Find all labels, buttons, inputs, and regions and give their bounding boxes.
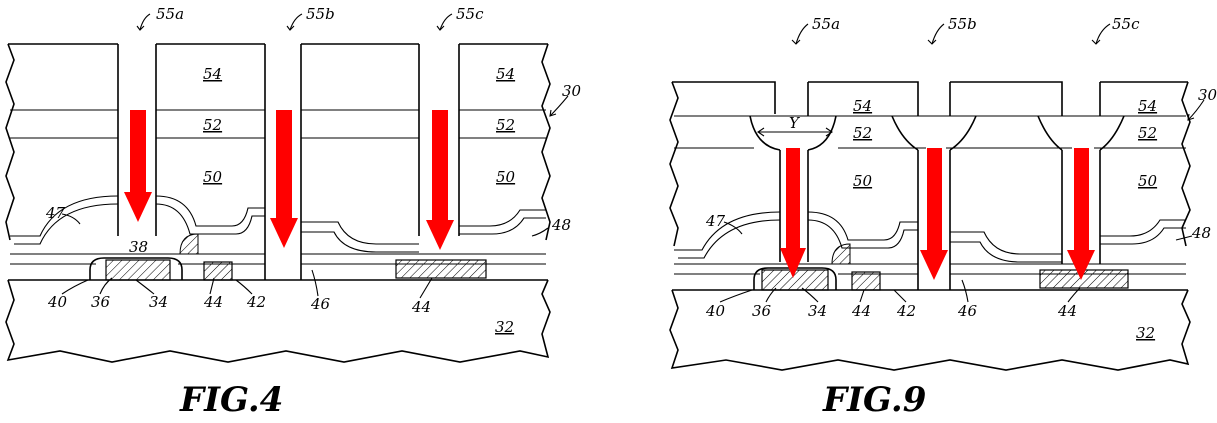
label-50: 50 (496, 168, 516, 186)
label-55b: 55b (306, 5, 335, 23)
label-47: 47 (45, 204, 66, 222)
label-55b: 55b (948, 15, 977, 33)
figure-caption: FIG.9 (822, 380, 926, 420)
label-54: 54 (496, 65, 515, 83)
label-52: 52 (1138, 124, 1157, 142)
label-38: 38 (129, 238, 148, 256)
label-44: 44 (203, 293, 223, 311)
label-46: 46 (957, 302, 978, 320)
reference-labels: 55a 55b 55c 54 54 52 52 50 50 Y 30 47 48… (705, 15, 1217, 342)
red-down-arrow-icon (426, 110, 454, 250)
label-40: 40 (705, 302, 726, 320)
label-50: 50 (203, 168, 223, 186)
label-55c: 55c (1112, 15, 1140, 33)
label-30: 30 (562, 82, 582, 100)
label-42: 42 (896, 302, 916, 320)
label-52: 52 (203, 116, 222, 134)
layer-stack (5, 43, 551, 281)
red-down-arrow-icon (780, 148, 806, 278)
label-46: 46 (310, 295, 331, 313)
label-48: 48 (1191, 224, 1211, 242)
figure-4: 55a 55b 55c 54 54 52 52 50 50 30 47 48 3… (5, 5, 582, 420)
etch-arrows (780, 148, 1095, 280)
label-55a: 55a (812, 15, 840, 33)
label-36: 36 (752, 302, 772, 320)
label-48: 48 (551, 216, 571, 234)
label-55a: 55a (156, 5, 184, 23)
substrate-32 (5, 279, 551, 363)
label-54: 54 (203, 65, 222, 83)
figure-caption: FIG.4 (179, 380, 283, 420)
etch-arrows (124, 110, 454, 250)
label-30: 30 (1198, 86, 1217, 104)
label-44: 44 (411, 298, 431, 316)
figure-9: 55a 55b 55c 54 54 52 52 50 50 Y 30 47 48… (669, 15, 1217, 420)
label-y-dimension: Y (789, 114, 801, 132)
label-42: 42 (246, 293, 266, 311)
label-36: 36 (91, 293, 111, 311)
label-32: 32 (495, 318, 514, 336)
label-55c: 55c (456, 5, 484, 23)
substrate-32 (669, 289, 1191, 371)
leader-lines (719, 23, 1205, 303)
red-down-arrow-icon (1067, 148, 1095, 280)
label-32: 32 (1136, 324, 1155, 342)
label-44: 44 (851, 302, 871, 320)
label-34: 34 (808, 302, 827, 320)
red-down-arrow-icon (920, 148, 948, 280)
label-54: 54 (853, 97, 872, 115)
label-54: 54 (1138, 97, 1157, 115)
reference-labels: 55a 55b 55c 54 54 52 52 50 50 30 47 48 3… (45, 5, 582, 336)
layer-stack (669, 81, 1191, 291)
label-52: 52 (496, 116, 515, 134)
label-40: 40 (47, 293, 68, 311)
label-47: 47 (705, 212, 726, 230)
label-34: 34 (149, 293, 168, 311)
label-44: 44 (1057, 302, 1077, 320)
label-50: 50 (1138, 172, 1158, 190)
leader-lines (61, 13, 569, 299)
red-down-arrow-icon (270, 110, 298, 248)
label-52: 52 (853, 124, 872, 142)
red-down-arrow-icon (124, 110, 152, 222)
label-50: 50 (853, 172, 873, 190)
